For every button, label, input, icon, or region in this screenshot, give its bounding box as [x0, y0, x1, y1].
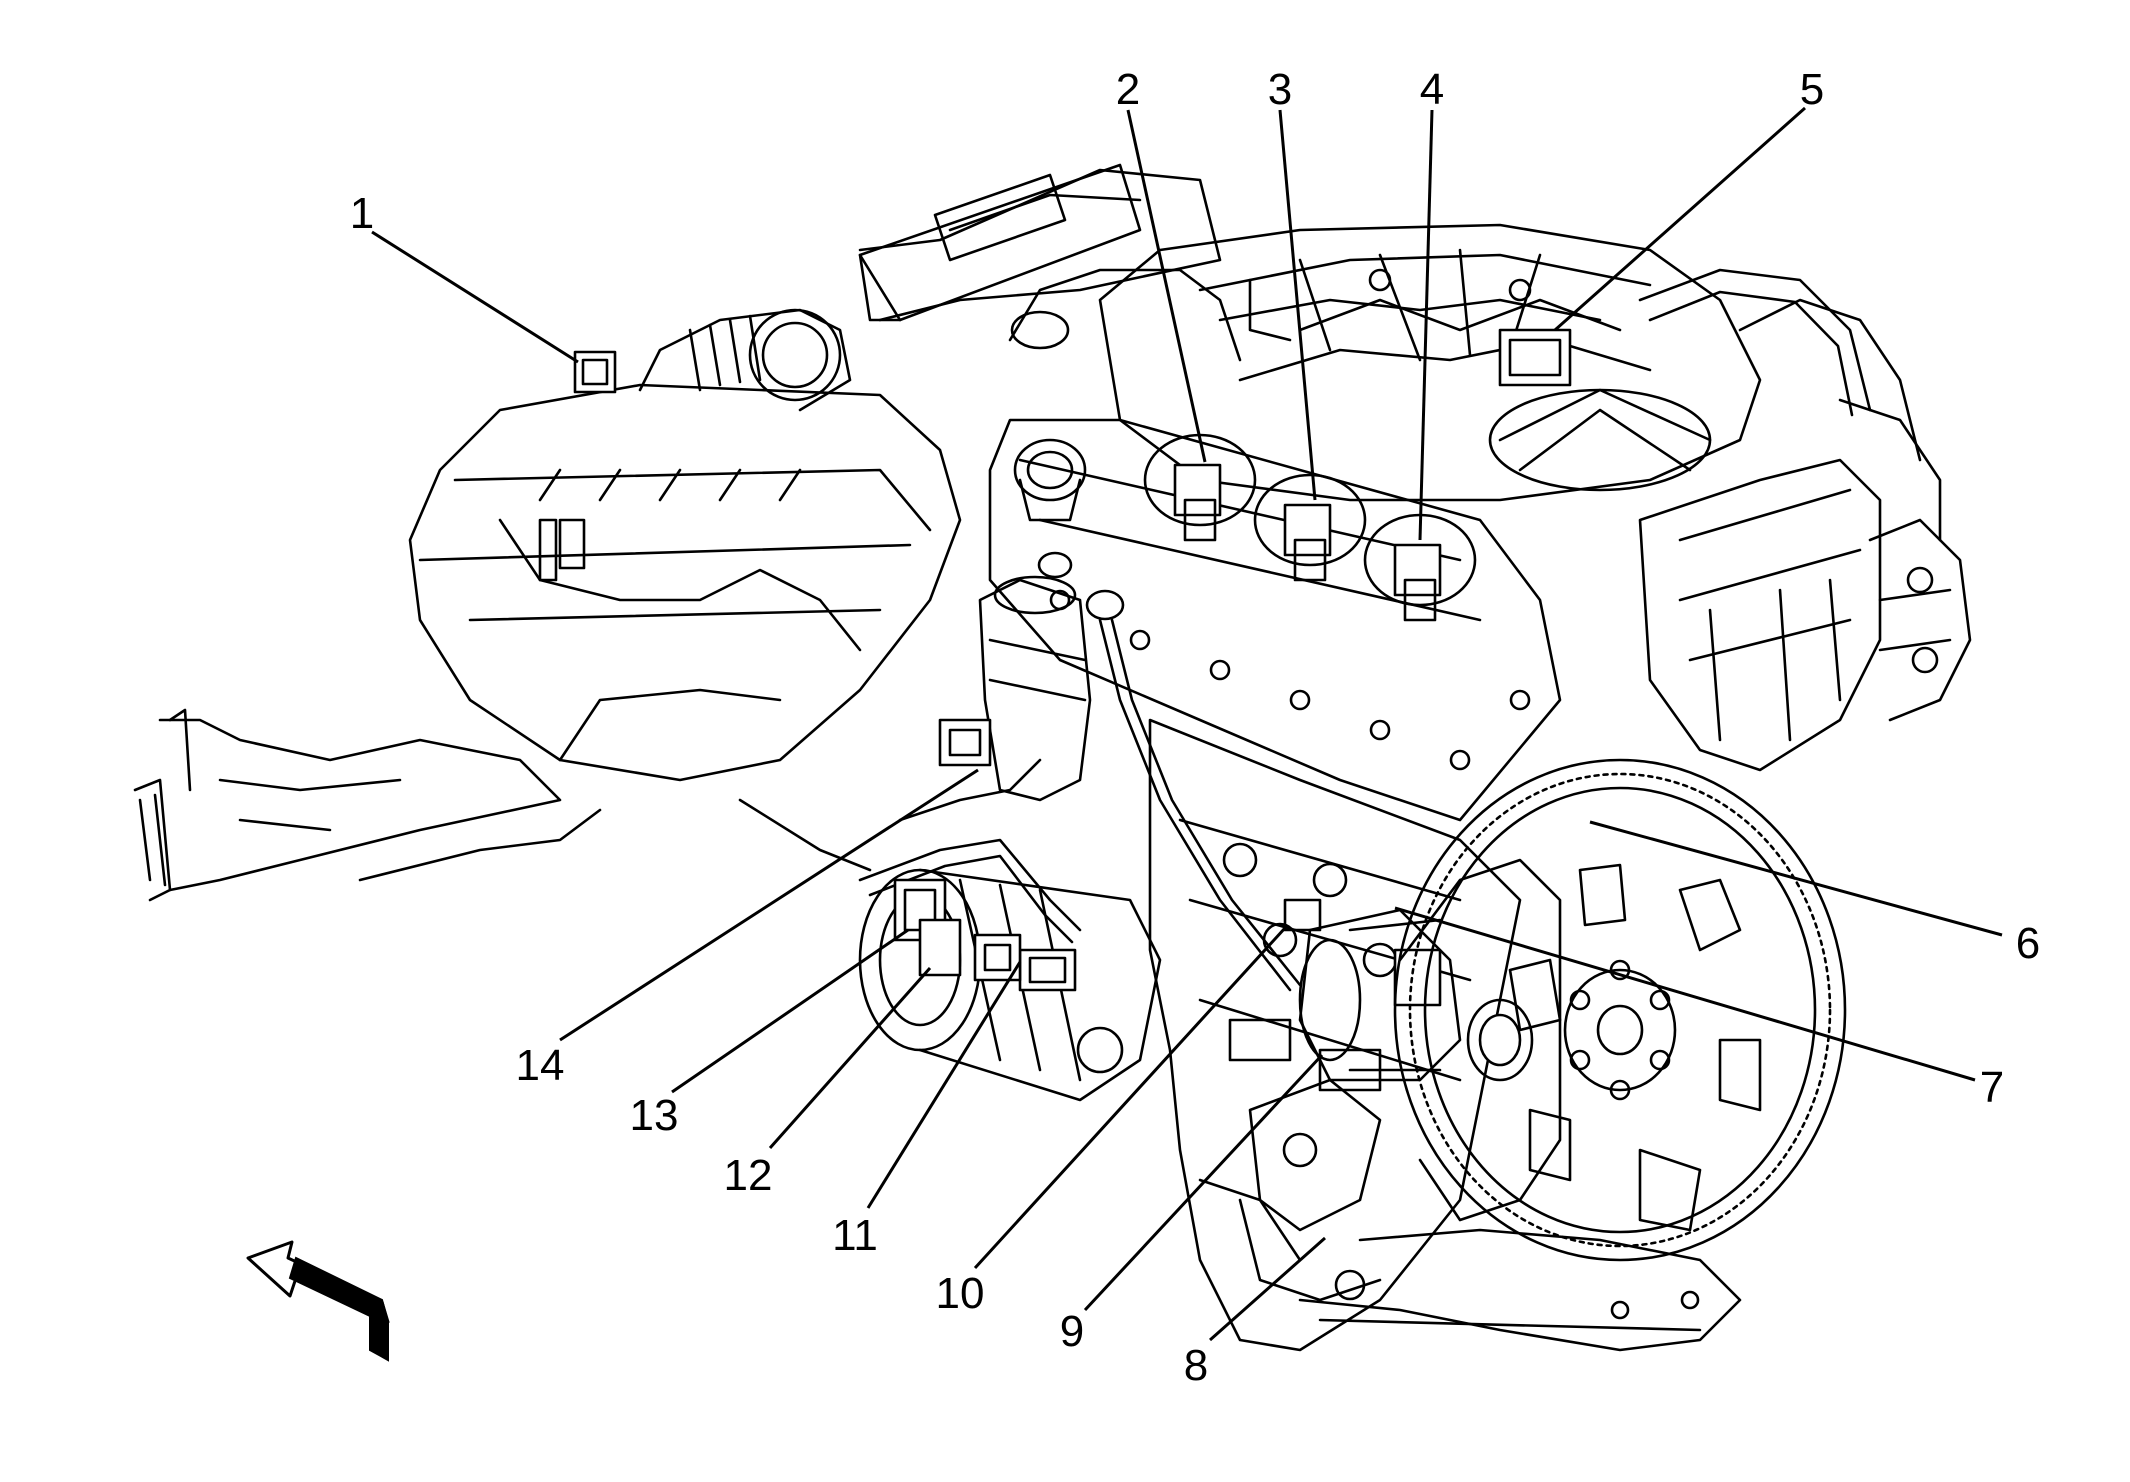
callout-14: 14: [516, 1041, 565, 1090]
callout-6: 6: [2016, 919, 2040, 968]
engine-mount-bracket: [1198, 1078, 1382, 1262]
leader-13: [671, 928, 909, 1094]
leader-14: [559, 768, 979, 1042]
callout-5: 5: [1800, 65, 1824, 114]
flexplate: [1393, 758, 1847, 1262]
rear-housing: [1398, 858, 1562, 1222]
oil-pan: [1298, 1228, 1742, 1352]
leader-lines: [371, 106, 2003, 1342]
callout-8: 8: [1184, 1341, 1208, 1390]
leader-3: [1278, 109, 1317, 501]
leader-7: [1394, 906, 1976, 1082]
leader-4: [1418, 109, 1434, 541]
callout-9: 9: [1060, 1307, 1084, 1356]
intake-manifold: [1098, 223, 1762, 502]
callout-13: 13: [630, 1091, 679, 1140]
upper-left-cover: [858, 163, 1142, 322]
heat-shield: [1638, 298, 1922, 772]
callout-10: 10: [936, 1269, 985, 1318]
leader-12: [768, 967, 932, 1149]
inlet-tube: [133, 708, 602, 902]
exhaust-manifold: [1868, 518, 1972, 722]
valve-cover: [988, 418, 1562, 822]
engine-illustration: [133, 163, 1972, 1352]
leader-10: [973, 926, 1287, 1270]
oil-fill-cap: [1013, 438, 1087, 522]
dipstick-tube: [1085, 589, 1302, 992]
oil-filter-housing: [978, 551, 1092, 802]
callout-2: 2: [1116, 65, 1140, 114]
leader-9: [1083, 1053, 1324, 1312]
view-direction-arrow-icon: [246, 1240, 390, 1362]
connector-group-left: [893, 718, 1022, 982]
callout-12: 12: [724, 1151, 773, 1200]
callout-1: 1: [350, 189, 374, 238]
leader-11: [866, 961, 1022, 1209]
ac-compressor: [858, 868, 1162, 1102]
callout-4: 4: [1420, 65, 1444, 114]
leader-8: [1209, 1236, 1326, 1342]
leader-5: [1554, 106, 1806, 332]
upper-hoses: [1638, 268, 1942, 542]
leader-1: [371, 230, 579, 364]
engine-cover-top: [858, 168, 1242, 362]
leader-2: [1126, 109, 1207, 463]
callout-3: 3: [1268, 65, 1292, 114]
coolant-lines: [738, 758, 1082, 944]
callout-7: 7: [1980, 1063, 2004, 1112]
leader-6: [1589, 820, 2003, 937]
callout-11: 11: [832, 1211, 878, 1260]
air-cleaner-housing: [408, 383, 962, 782]
intake-duct: [573, 308, 852, 412]
callout-labels: 1 2 3 4 5 6 7 8 9 10 11 12 13 14: [350, 65, 2040, 1390]
